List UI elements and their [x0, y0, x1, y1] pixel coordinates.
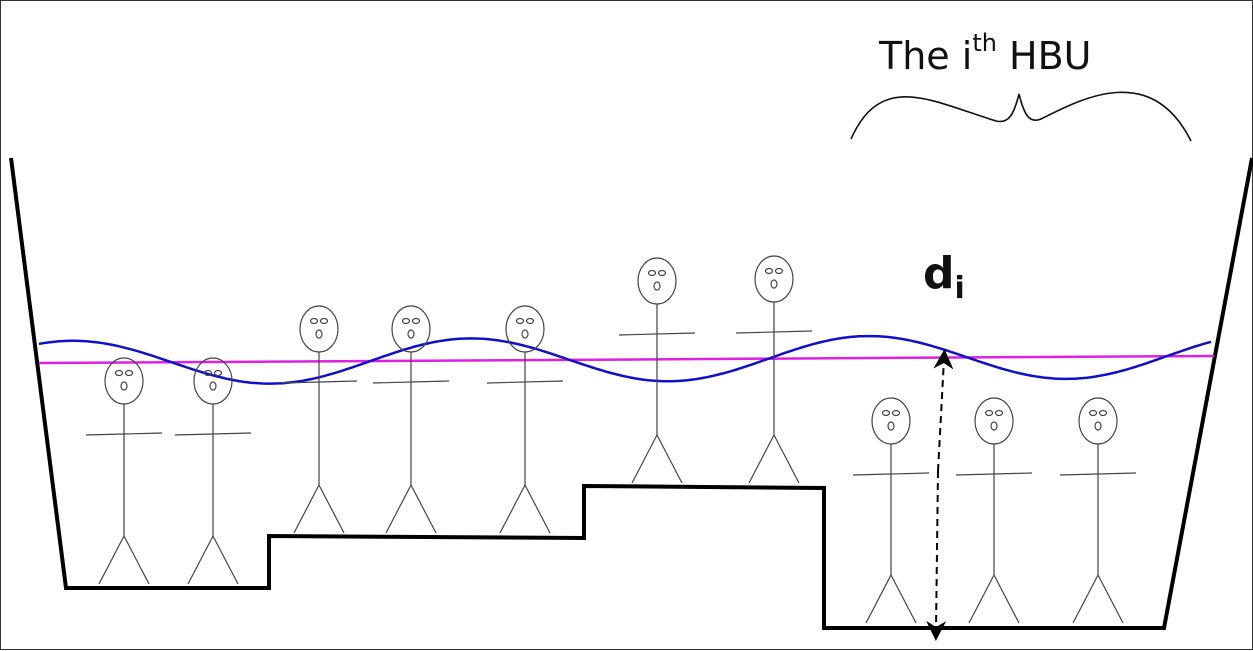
figure-head	[104, 357, 144, 405]
figure-arms	[735, 330, 813, 334]
figure-eye	[881, 409, 891, 417]
figure-arms	[372, 380, 450, 384]
figure-eye	[984, 409, 994, 417]
stick-figure	[372, 305, 450, 534]
figure-head	[974, 397, 1014, 445]
figure-eye	[213, 369, 223, 377]
depth-arrow-lower	[926, 470, 947, 641]
figure-eye	[411, 317, 421, 325]
figure-head	[754, 255, 794, 303]
mean-water-level	[38, 354, 1215, 365]
figure-head	[871, 397, 911, 445]
figure-legs	[968, 573, 1020, 624]
figure-arms	[280, 380, 358, 384]
figure-eye	[203, 369, 213, 377]
figure-arms	[174, 432, 252, 436]
figure-eye	[401, 317, 411, 325]
figure-arms	[852, 472, 930, 476]
hbu-title-prefix: The i	[878, 34, 972, 78]
figure-eye	[319, 317, 329, 325]
figure-eye	[891, 409, 901, 417]
figure-arms	[85, 432, 163, 436]
hbu-title-superscript: th	[972, 29, 997, 57]
figure-mouth	[407, 329, 415, 339]
hbu-brace	[850, 91, 1192, 142]
water-surface-wave	[38, 334, 1212, 385]
stick-figure	[618, 257, 696, 484]
depth-label-subscript: i	[955, 271, 965, 306]
hbu-title: The ith HBU	[878, 29, 1091, 78]
figure-mouth	[1094, 421, 1102, 431]
figure-mouth	[209, 381, 217, 391]
stick-figure	[1059, 397, 1137, 624]
figure-legs	[98, 534, 150, 585]
depth-label: di	[923, 248, 965, 306]
figure-legs	[865, 573, 917, 624]
figure-eye	[515, 317, 525, 325]
stick-figure	[955, 397, 1033, 624]
figure-legs	[1072, 573, 1124, 624]
figure-eye	[1098, 409, 1108, 417]
figure-arms	[1059, 472, 1137, 476]
figure-arms	[618, 332, 696, 336]
figure-mouth	[315, 329, 323, 339]
figure-eye	[114, 369, 124, 377]
figure-legs	[748, 433, 800, 484]
figure-head	[391, 305, 431, 353]
figure-eye	[647, 269, 657, 277]
figure-head	[1078, 397, 1118, 445]
hbu-title-suffix: HBU	[997, 34, 1092, 78]
figure-eye	[525, 317, 535, 325]
figure-legs	[385, 483, 437, 534]
persons-group	[85, 255, 1137, 624]
figure-mouth	[653, 281, 661, 291]
stick-figure	[486, 305, 564, 534]
figure-arms	[486, 380, 564, 384]
figure-mouth	[990, 421, 998, 431]
stick-figure	[85, 357, 163, 585]
figure-eye	[774, 267, 784, 275]
figure-legs	[187, 534, 239, 585]
stick-figure	[735, 255, 813, 484]
figure-eye	[1088, 409, 1098, 417]
figure-eye	[657, 269, 667, 277]
depth-label-main: d	[923, 248, 955, 299]
figure-mouth	[887, 421, 895, 431]
vessel-outline	[9, 157, 1253, 630]
figure-arms	[955, 472, 1033, 476]
figure-legs	[293, 483, 345, 534]
stick-figure	[280, 305, 358, 534]
figure-mouth	[521, 329, 529, 339]
figure-mouth	[770, 279, 778, 289]
figure-legs	[499, 483, 551, 534]
figure-head	[637, 257, 677, 305]
stick-figure	[174, 357, 252, 585]
figure-legs	[631, 433, 683, 484]
figure-eye	[764, 267, 774, 275]
figure-eye	[124, 369, 134, 377]
figure-eye	[309, 317, 319, 325]
figure-eye	[994, 409, 1004, 417]
depth-arrow	[933, 349, 954, 472]
stick-figure	[852, 397, 930, 624]
figure-mouth	[120, 381, 128, 391]
figure-head	[299, 305, 339, 353]
figure-head	[193, 357, 233, 405]
